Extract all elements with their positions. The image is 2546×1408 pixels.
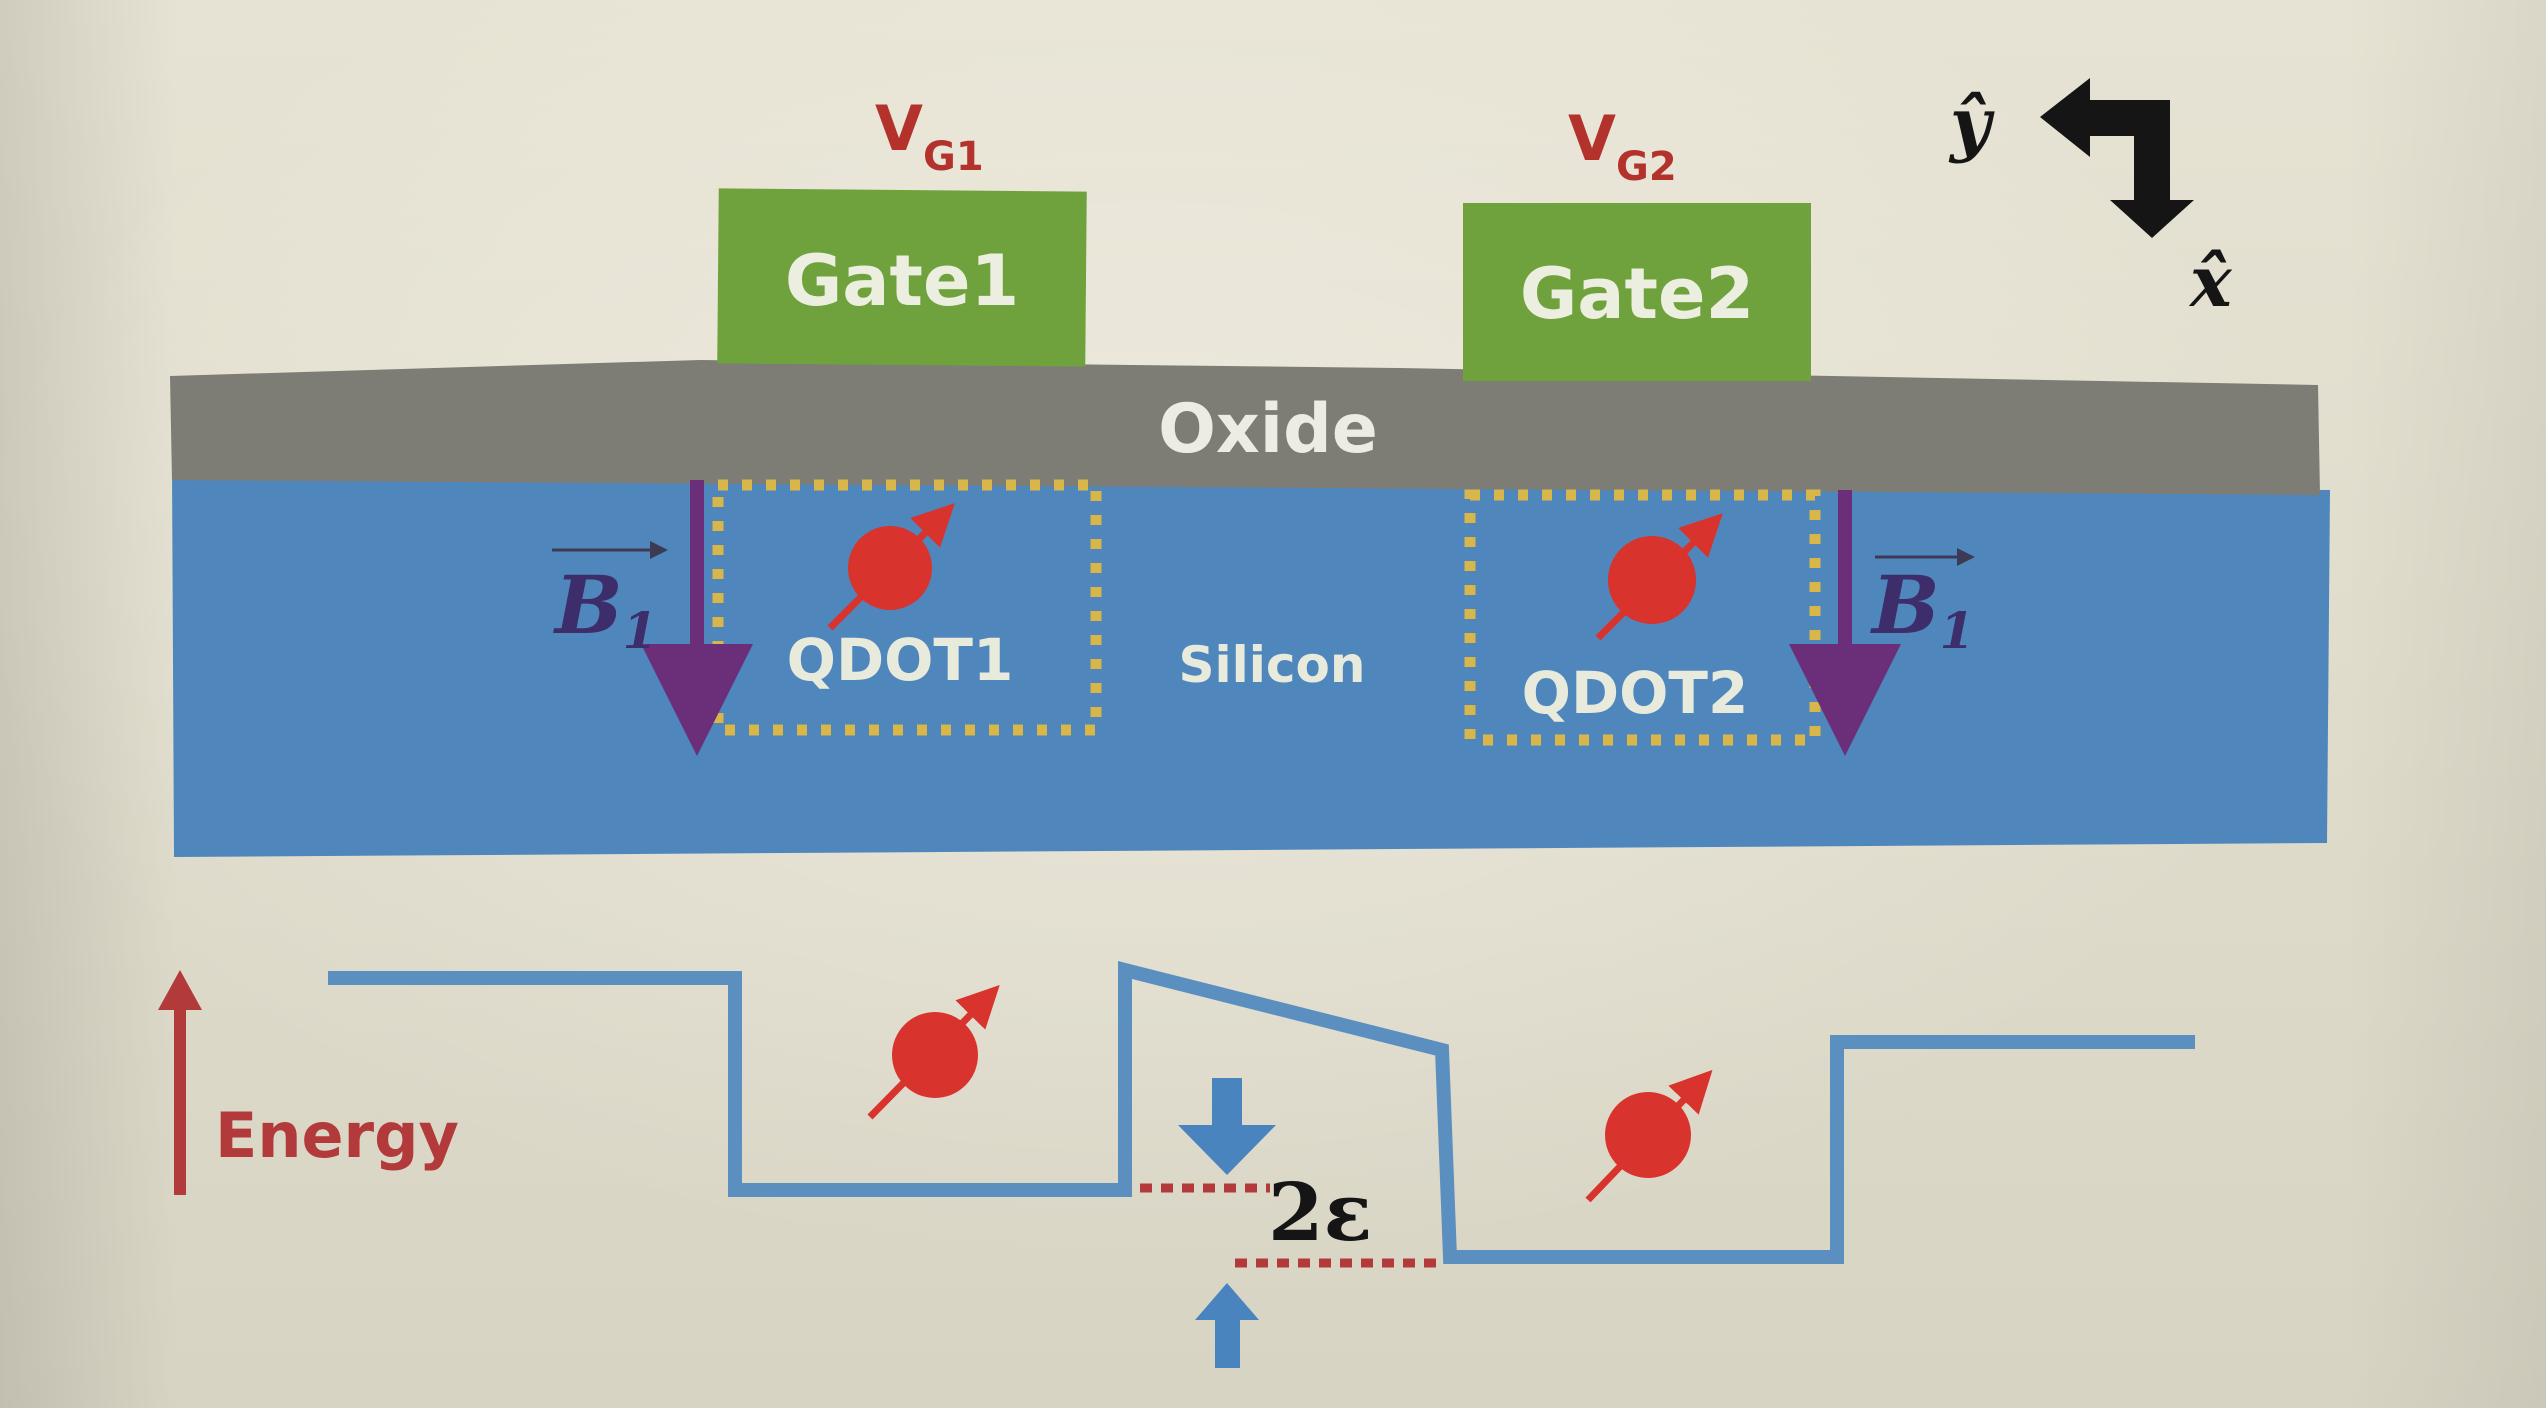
qdot2-region[interactable]	[1464, 489, 1821, 746]
silicon-label: Silicon	[1178, 636, 1365, 694]
gate1-block[interactable]	[717, 188, 1087, 367]
qdot2-label: QDOT2	[1522, 659, 1749, 727]
svg-text:B1: B1	[1870, 558, 1974, 660]
field-right-label: B1	[1870, 548, 1975, 660]
electron-spin-icon	[867, 985, 1000, 1120]
gate2-block[interactable]	[1463, 203, 1811, 381]
oxide-label: Oxide	[1158, 390, 1378, 469]
detuning-down-arrow-icon	[1178, 1078, 1276, 1175]
gate2-voltage-label: VG2	[1568, 102, 1677, 190]
electron-spin-icon	[827, 503, 955, 631]
silicon-layer	[172, 470, 2330, 857]
axis-y-arrow-icon	[2040, 78, 2170, 157]
axis-y-label: ŷ	[1948, 82, 1995, 165]
field-left-label: B1	[552, 541, 668, 660]
svg-text:B1: B1	[553, 558, 657, 660]
gate1-label: Gate1	[785, 240, 1019, 322]
electron-spin-icon	[1585, 1069, 1713, 1203]
electron-spin-icon	[1595, 513, 1723, 641]
gate2-label: Gate2	[1520, 253, 1754, 335]
detuning-label: 2ε	[1268, 1165, 1372, 1259]
axis-x-arrow-icon	[2110, 100, 2194, 238]
detuning-up-arrow-icon	[1195, 1283, 1259, 1368]
gate1-voltage-label: VG1	[875, 92, 984, 180]
qdot1-label: QDOT1	[787, 626, 1014, 694]
energy-axis-label: Energy	[215, 1099, 459, 1172]
energy-arrow-icon	[158, 970, 202, 1195]
axis-x-label: x̂	[2188, 240, 2233, 323]
potential-profile-line	[328, 961, 2195, 1264]
oxide-layer	[170, 360, 2320, 495]
